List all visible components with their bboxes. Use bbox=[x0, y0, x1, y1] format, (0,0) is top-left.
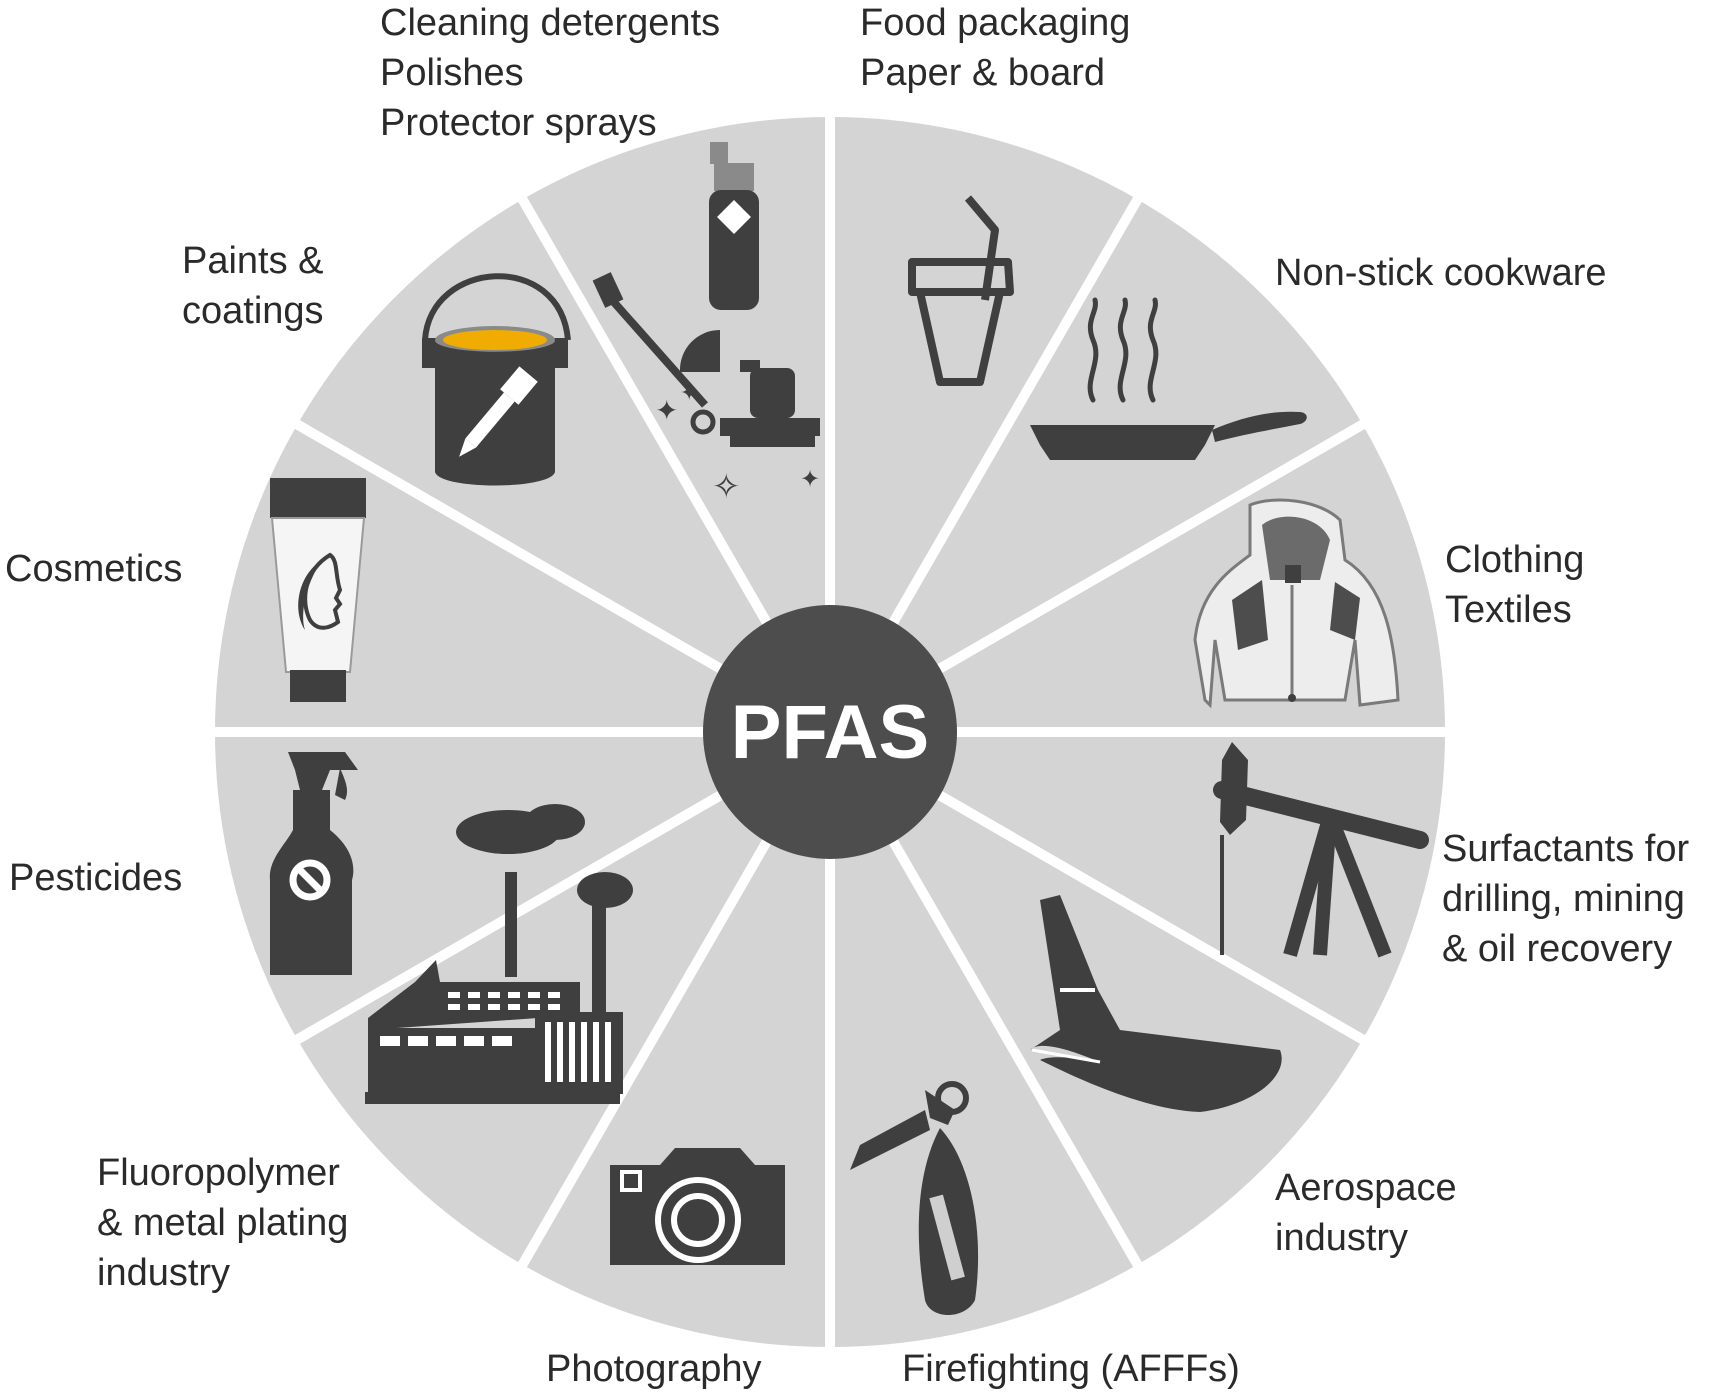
svg-text:✧: ✧ bbox=[712, 467, 741, 507]
label-non-stick-cookware: Non-stick cookware bbox=[1275, 252, 1607, 294]
cosmetic-tube-icon bbox=[270, 478, 366, 702]
spray-can-and-floor-polisher-icon: ✦ ✦ ✧ ✦ bbox=[592, 142, 820, 507]
svg-text:✦: ✦ bbox=[655, 394, 678, 427]
oil-pump-jack-icon bbox=[1213, 742, 1429, 958]
label-firefighting: Firefighting (AFFFs) bbox=[902, 1348, 1240, 1390]
jacket-icon bbox=[1193, 498, 1400, 709]
frying-pan-icon bbox=[1030, 297, 1307, 460]
wedge-cosmetics bbox=[297, 199, 830, 732]
wedge-fluoropolymer bbox=[215, 732, 830, 1040]
airplane-tail-icon bbox=[1030, 895, 1282, 1112]
wedge-pesticides bbox=[215, 424, 830, 732]
paint-can-icon bbox=[422, 273, 571, 486]
fire-extinguisher-icon bbox=[850, 1081, 979, 1315]
wedge-food bbox=[830, 199, 1363, 732]
wedge-aerospace bbox=[830, 732, 1138, 1347]
label-paints-coatings: Paints &coatings bbox=[182, 240, 324, 332]
pfas-center-label: PFAS bbox=[731, 690, 930, 775]
camera-icon bbox=[610, 1148, 785, 1265]
svg-text:✦: ✦ bbox=[800, 465, 820, 493]
label-pesticides: Pesticides bbox=[9, 857, 183, 899]
spray-bottle-icon bbox=[269, 752, 358, 975]
svg-text:✦: ✦ bbox=[680, 381, 698, 406]
label-photography: Photography bbox=[546, 1348, 762, 1390]
factory-icon bbox=[365, 804, 633, 1104]
pfas-center-circle bbox=[703, 605, 957, 859]
wedge-cleaning bbox=[830, 117, 1138, 732]
drink-cup-icon bbox=[908, 195, 1014, 386]
label-cosmetics: Cosmetics bbox=[5, 548, 183, 590]
